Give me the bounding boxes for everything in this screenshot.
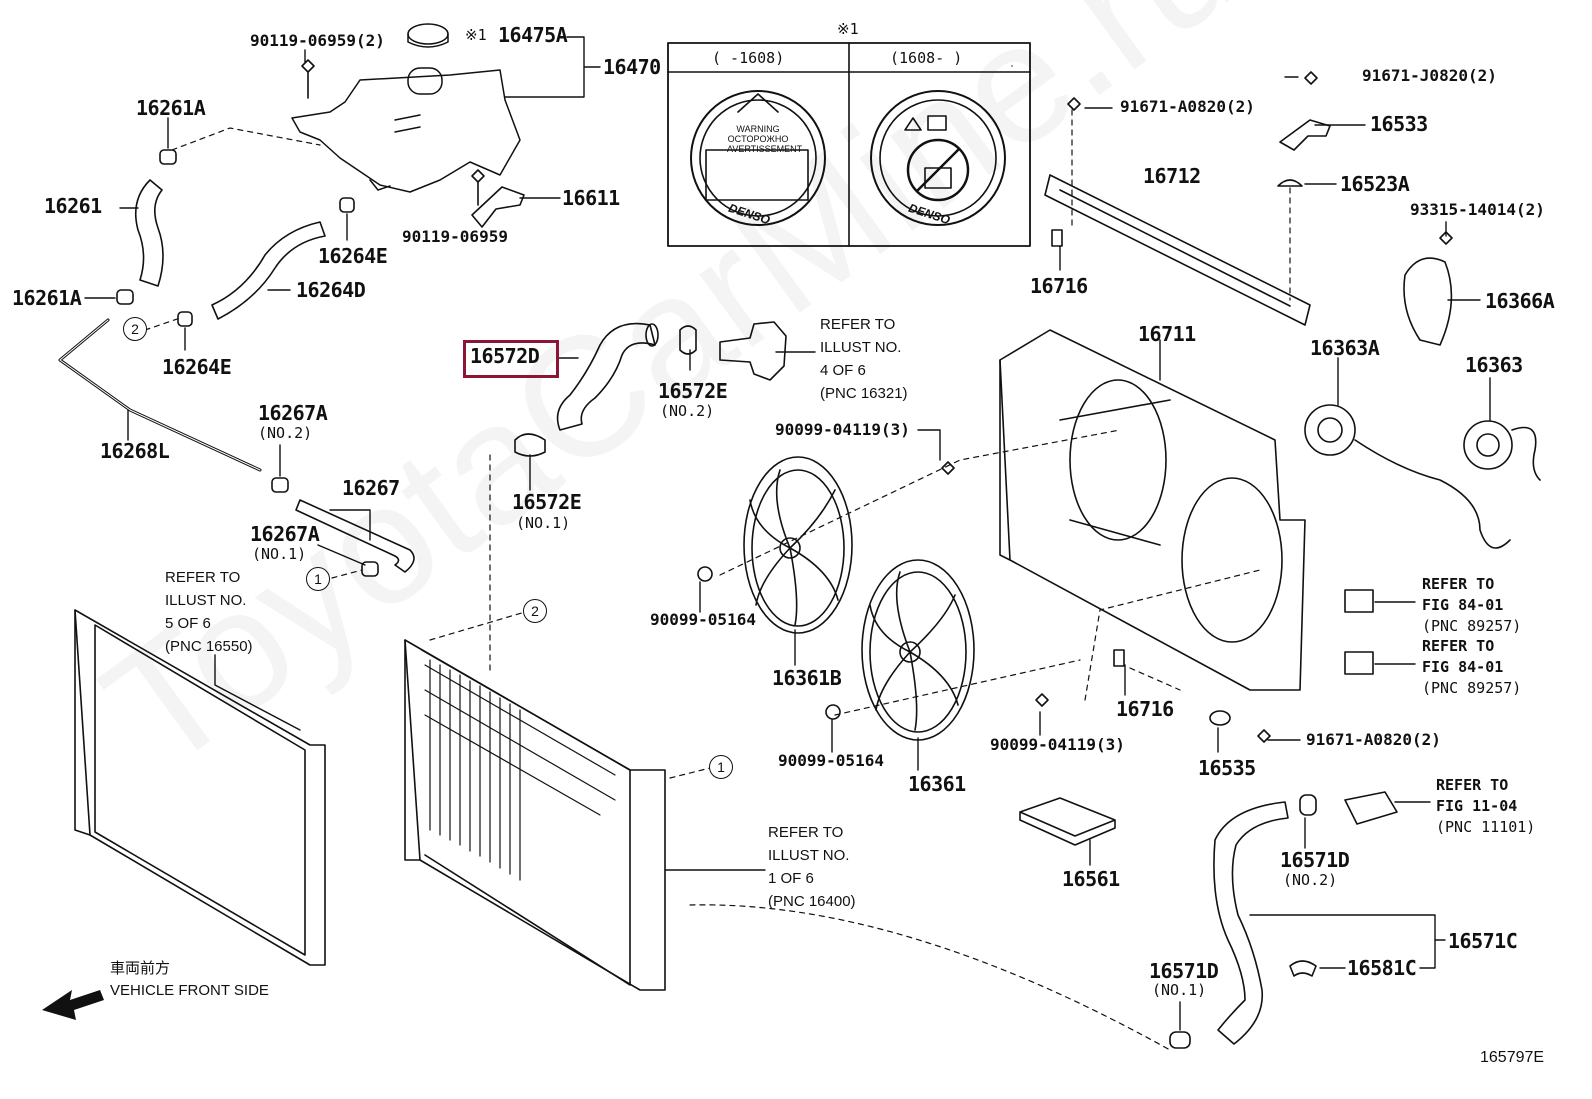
inset-col2-header: (1608- ) (890, 49, 963, 67)
part-91671-A0820-2-top[interactable]: 91671-A0820(2) (1120, 97, 1255, 116)
part-16571D-bottom[interactable]: 16571D (1149, 959, 1219, 983)
part-16267A-bottom[interactable]: 16267A (250, 522, 320, 546)
condenser (74, 609, 326, 966)
part-16267A-top-note: (NO.2) (258, 424, 313, 442)
part-16572E-bottom-note: (NO.1) (516, 514, 571, 532)
part-16470[interactable]: 16470 (603, 55, 661, 79)
part-16261[interactable]: 16261 (44, 194, 102, 218)
part-16571D-top[interactable]: 16571D (1280, 848, 1350, 872)
fan-shroud-16711 (999, 329, 1306, 691)
bolt-90119-top (301, 59, 315, 99)
radiator-main (404, 639, 666, 991)
part-16261A-bottom[interactable]: 16261A (12, 286, 82, 310)
part-90119-06959-2[interactable]: 90119-06959(2) (250, 31, 385, 50)
part-16264E-top[interactable]: 16264E (318, 244, 388, 268)
part-16535[interactable]: 16535 (1198, 756, 1256, 780)
part-16261A-top[interactable]: 16261A (136, 96, 206, 120)
part-16264E-bottom[interactable]: 16264E (162, 355, 232, 379)
hose-16267 (295, 499, 415, 573)
part-90119-06959[interactable]: 90119-06959 (402, 227, 508, 246)
part-16716-bottom[interactable]: 16716 (1116, 697, 1174, 721)
part-16475A-mark: ※1 (465, 26, 487, 44)
hose-16572D (556, 322, 656, 431)
hose-16571C (1213, 801, 1289, 1045)
reservoir-tank (291, 23, 521, 193)
part-16361B[interactable]: 16361B (772, 666, 842, 690)
callout-2-left: 2 (123, 317, 147, 341)
part-16572E-top[interactable]: 16572E (658, 379, 728, 403)
part-16523A[interactable]: 16523A (1340, 172, 1410, 196)
part-16561[interactable]: 16561 (1062, 867, 1120, 891)
figure-id: 165797E (1480, 1049, 1545, 1066)
bolt-90119-mid (471, 169, 485, 206)
part-90099-05164-right[interactable]: 90099-05164 (778, 751, 884, 770)
inset-col1-header: ( -1608) (712, 49, 785, 67)
part-16361[interactable]: 16361 (908, 772, 966, 796)
part-16572E-top-note: (NO.2) (660, 402, 715, 420)
hose-16264D (211, 221, 326, 320)
fan-16361 (861, 559, 975, 741)
highlight-box-16572D[interactable] (463, 340, 559, 378)
callout-2-right: 2 (523, 599, 547, 623)
part-16581C[interactable]: 16581C (1347, 956, 1417, 980)
part-90099-05164-left[interactable]: 90099-05164 (650, 610, 756, 629)
inset-mark: ※1 (837, 20, 859, 38)
part-16572D[interactable]: 16572D (470, 344, 540, 368)
cap-inset-box (667, 42, 1031, 247)
front-side-en: VEHICLE FRONT SIDE (110, 982, 269, 999)
part-93315-14014-2[interactable]: 93315-14014(2) (1410, 200, 1545, 219)
part-16264D[interactable]: 16264D (296, 278, 366, 302)
part-90099-04119-3-top[interactable]: 90099-04119(3) (775, 420, 910, 439)
part-16716-top[interactable]: 16716 (1030, 274, 1088, 298)
part-16533[interactable]: 16533 (1370, 112, 1428, 136)
fan-16361B (743, 456, 853, 634)
part-16711[interactable]: 16711 (1138, 322, 1196, 346)
callout-1-right: 1 (709, 755, 733, 779)
callout-1-left: 1 (306, 567, 330, 591)
front-arrow (42, 990, 104, 1020)
part-16712[interactable]: 16712 (1143, 164, 1201, 188)
part-16268L[interactable]: 16268L (100, 439, 170, 463)
hose-16261 (134, 179, 164, 287)
part-16267A-top[interactable]: 16267A (258, 401, 328, 425)
front-side-jp: 車両前方 (110, 960, 171, 977)
part-91671-J0820-2[interactable]: 91671-J0820(2) (1362, 66, 1497, 85)
part-16611[interactable]: 16611 (562, 186, 620, 210)
part-16475A[interactable]: 16475A (498, 23, 568, 47)
part-16267[interactable]: 16267 (342, 476, 400, 500)
part-16572E-bottom[interactable]: 16572E (512, 490, 582, 514)
part-16571D-top-note: (NO.2) (1283, 871, 1338, 889)
bracket-16611 (471, 186, 525, 228)
front-side-note: 車両前方 VEHICLE FRONT SIDE (110, 958, 269, 1002)
part-16571C[interactable]: 16571C (1448, 929, 1518, 953)
part-16363[interactable]: 16363 (1465, 353, 1523, 377)
support-16712 (1044, 174, 1311, 326)
part-16571D-bottom-note: (NO.1) (1152, 981, 1207, 999)
part-90099-04119-3-bottom[interactable]: 90099-04119(3) (990, 735, 1125, 754)
part-91671-A0820-2-bottom[interactable]: 91671-A0820(2) (1306, 730, 1441, 749)
part-16366A[interactable]: 16366A (1485, 289, 1555, 313)
part-16363A[interactable]: 16363A (1310, 336, 1380, 360)
part-16267A-bottom-note: (NO.1) (252, 545, 307, 563)
